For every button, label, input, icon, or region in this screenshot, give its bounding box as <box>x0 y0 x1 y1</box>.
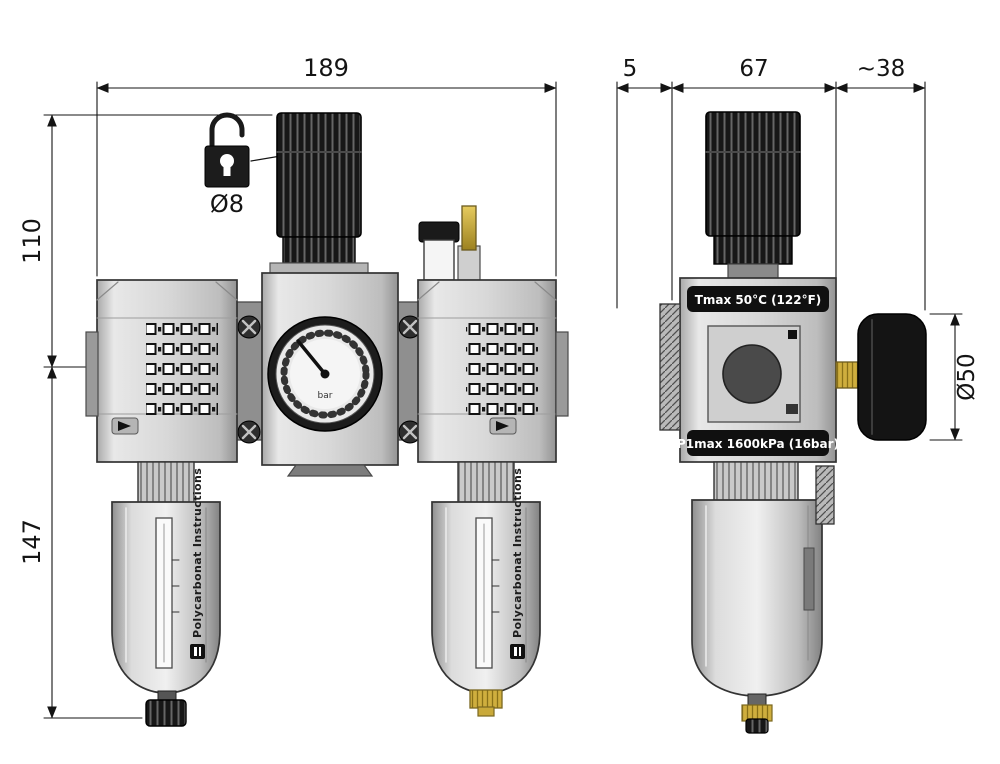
bowl-instructions-label: Polycarbonat Instructions <box>511 468 524 638</box>
outlet-port <box>555 331 569 417</box>
filter-module <box>85 279 238 463</box>
bowl-instructions-label: Polycarbonat Instructions <box>191 468 204 638</box>
dim-body-depth-label: 67 <box>739 56 768 82</box>
flow-arrow-icon <box>111 417 139 435</box>
padlock-open-icon <box>204 112 335 188</box>
dim-depths <box>616 81 926 311</box>
dim-width-189 <box>96 81 557 277</box>
filter-vent-grid <box>146 316 218 416</box>
front-view: 189 110 147 Ø8 <box>18 54 569 727</box>
drain-valve-side <box>741 693 773 734</box>
dim-bowl-height-label: 147 <box>18 519 46 565</box>
dim-width-label: 189 <box>303 54 349 82</box>
instructions-icon <box>190 644 205 659</box>
lubricator-vent-grid <box>466 316 538 416</box>
lubricator-bowl: Polycarbonat Instructions <box>431 461 541 717</box>
side-view: 5 67 ~38 Tmax 50°C (122°F) P1max 1600kPa… <box>616 56 980 734</box>
pressure-gauge-side <box>835 313 927 441</box>
bowl-side <box>691 461 835 734</box>
tmax-badge <box>687 286 829 312</box>
inlet-port <box>85 331 99 417</box>
lubricator-module <box>417 279 569 463</box>
pmax-badge <box>687 430 829 456</box>
instructions-icon <box>510 644 525 659</box>
sight-tube <box>475 517 500 669</box>
gauge-needle <box>296 339 327 376</box>
regulator-knob-side <box>705 111 801 279</box>
diaphragm-port <box>722 344 782 404</box>
flow-arrow-icon <box>489 417 517 435</box>
gauge-stem <box>835 361 861 389</box>
oiler-fill-plug <box>418 205 481 281</box>
drain-valve-knob <box>145 690 187 727</box>
sight-window-edge <box>803 547 815 611</box>
sight-tube <box>155 517 180 669</box>
mounting-bracket <box>659 303 681 431</box>
tmax-label: Tmax 50°C (122°F) <box>695 293 822 307</box>
filter-bowl: Polycarbonat Instructions <box>111 461 221 727</box>
gauge-unit-label: bar <box>318 391 333 401</box>
regulator-module: bar <box>261 272 399 477</box>
dim-gauge-diameter-label: Ø50 <box>954 353 980 400</box>
regulator-knob-front <box>269 112 369 277</box>
pmax-label: P1max 1600kPa (16bar) <box>677 437 839 451</box>
bowl-latch <box>815 465 835 525</box>
port-diameter-label: Ø8 <box>210 190 244 218</box>
pressure-gauge: bar <box>267 316 383 432</box>
drain-fitting-brass <box>469 689 503 717</box>
dim-offset-label: 5 <box>623 56 638 82</box>
dim-gauge-diameter <box>929 313 963 441</box>
body-side: Tmax 50°C (122°F) P1max 1600kPa (16bar) <box>659 277 839 463</box>
dim-upper-height-label: 110 <box>18 218 46 264</box>
dim-knob-depth-label: ~38 <box>857 56 906 82</box>
